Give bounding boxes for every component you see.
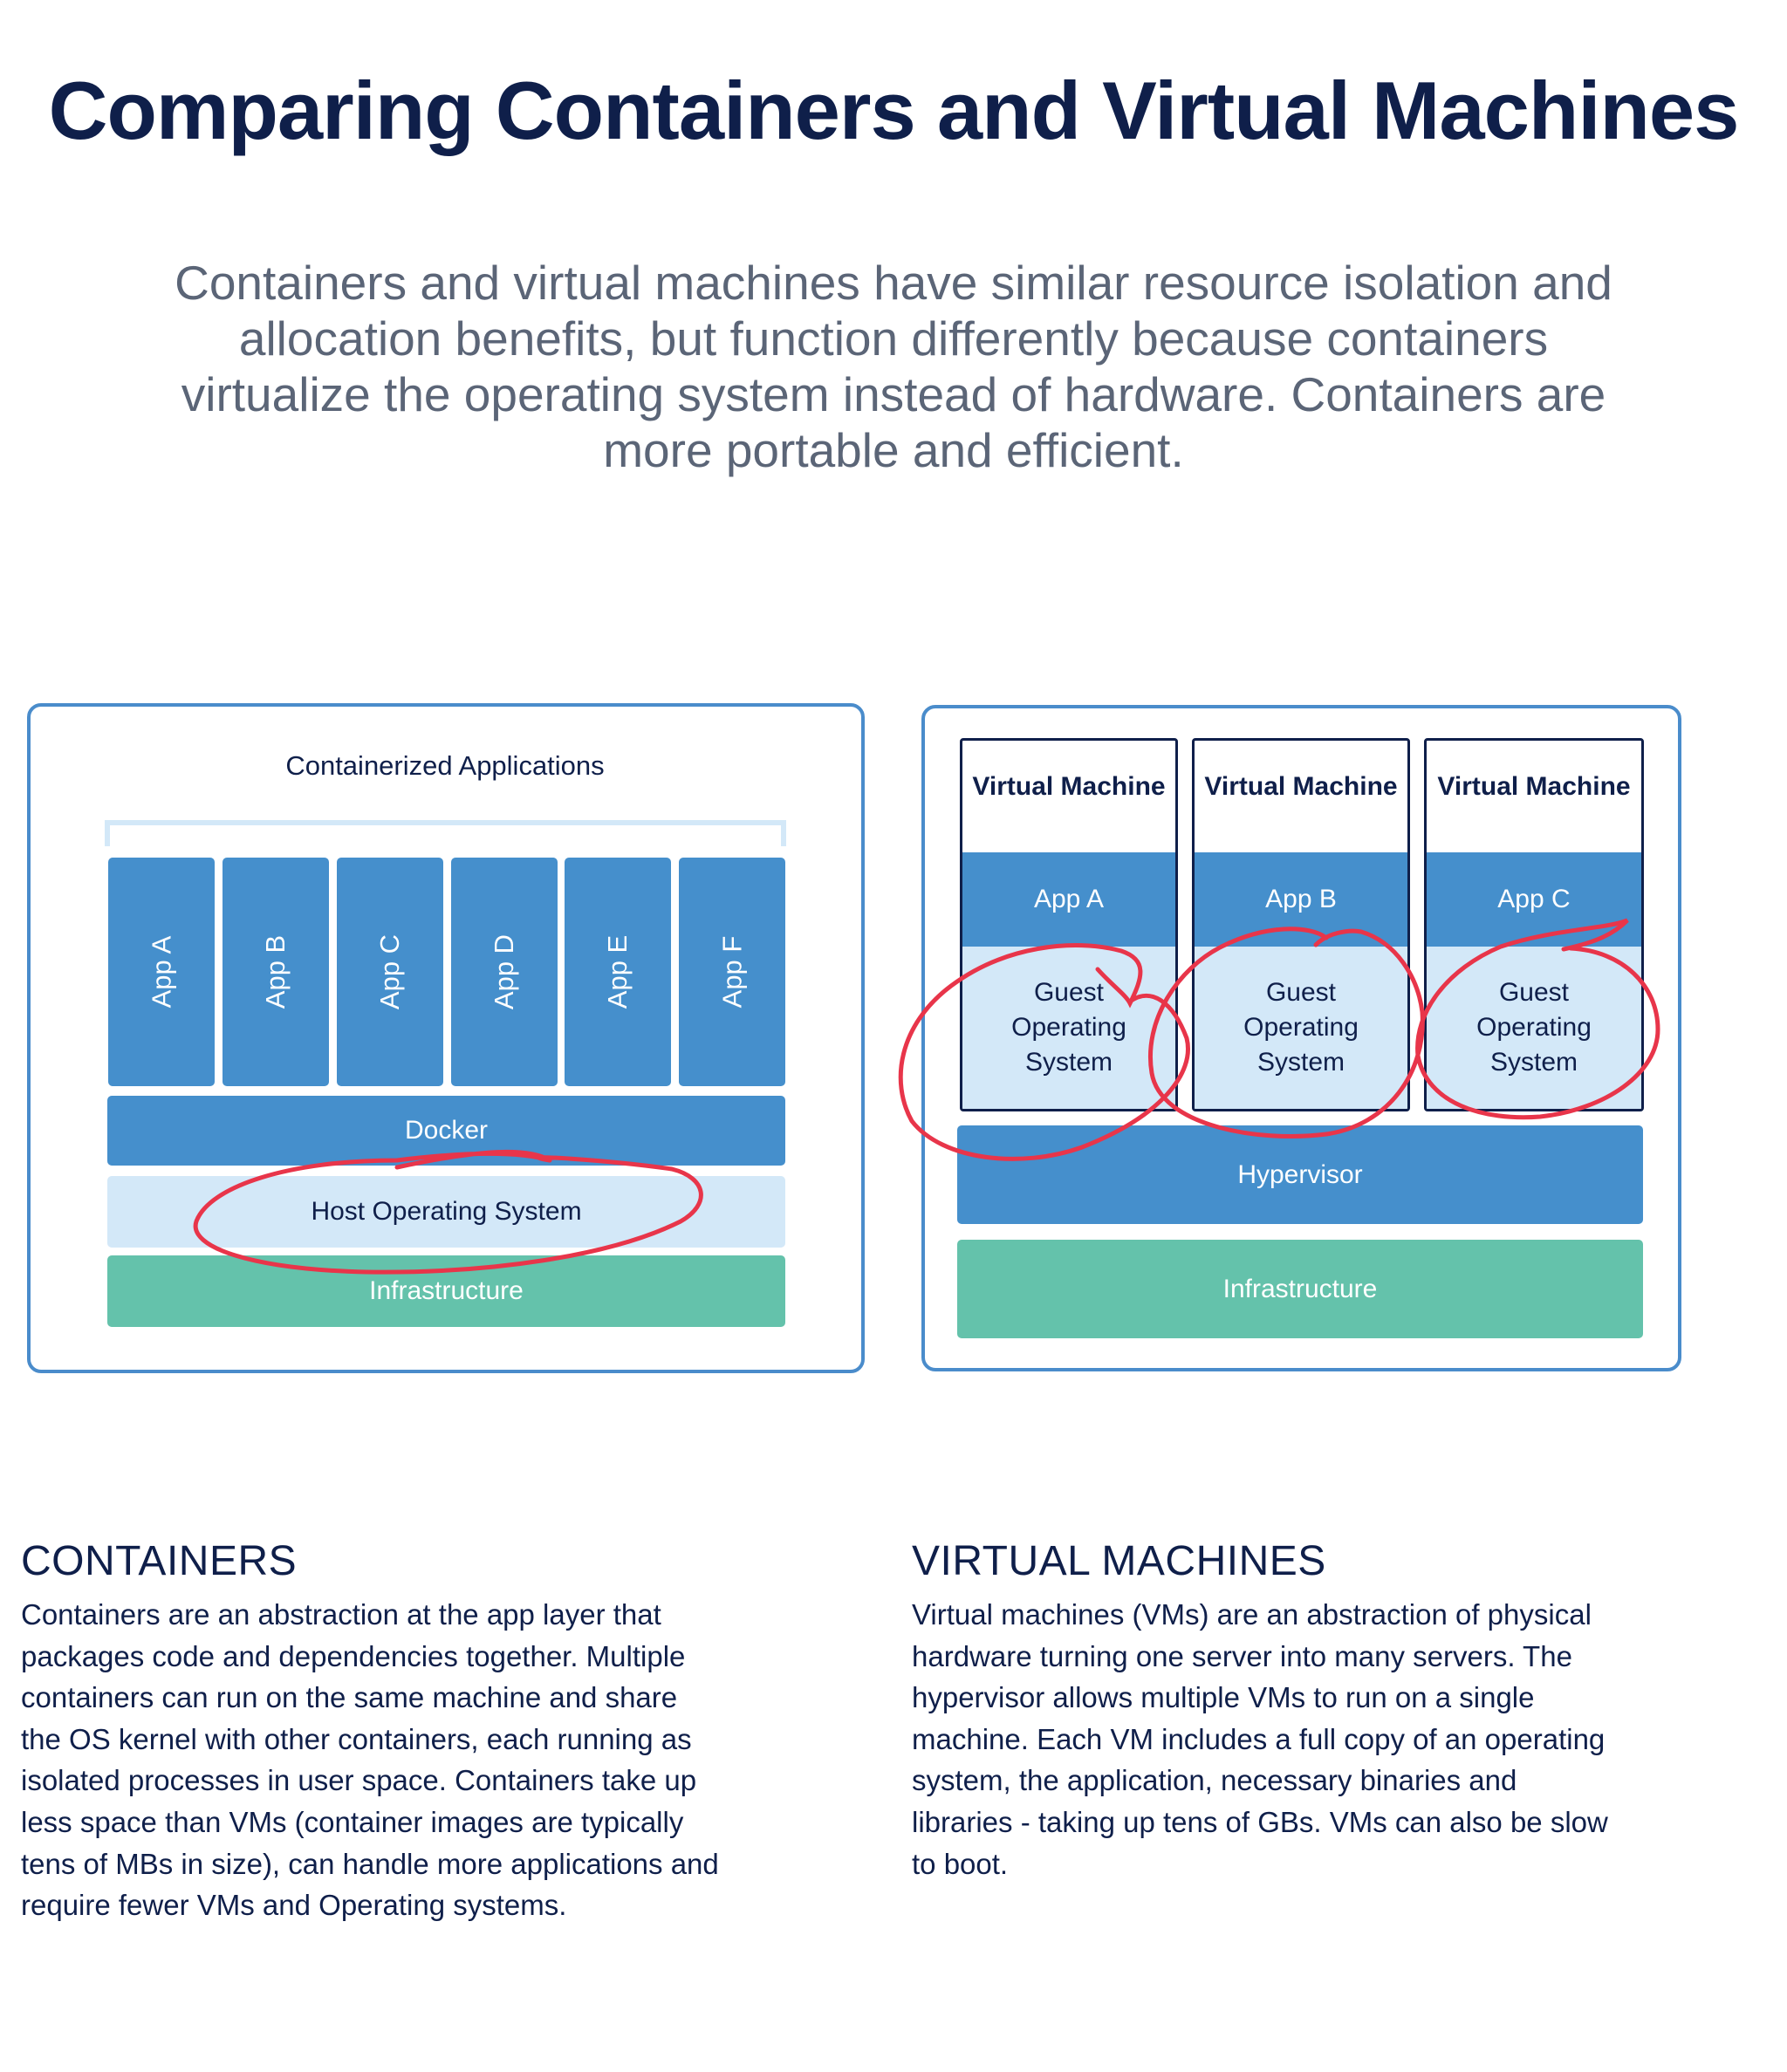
- guest-os: Guest Operating System: [1195, 947, 1407, 1109]
- hypervisor-layer: Hypervisor: [957, 1125, 1643, 1224]
- host-os-layer: Host Operating System: [107, 1176, 785, 1248]
- vm-app: App C: [1427, 852, 1641, 947]
- vm-title: Virtual Machine: [972, 772, 1166, 801]
- vm-app: App A: [962, 852, 1175, 947]
- container-app: App F: [679, 858, 785, 1086]
- vm-title: Virtual Machine: [1204, 772, 1398, 801]
- containers-heading: CONTAINERS: [21, 1538, 298, 1584]
- containerized-applications-caption: Containerized Applications: [285, 750, 605, 781]
- infrastructure-layer: Infrastructure: [107, 1255, 785, 1327]
- containers-section: CONTAINERS Containers are an abstraction…: [21, 1537, 859, 1926]
- virtual-machines-section: VIRTUAL MACHINES Virtual machines (VMs) …: [912, 1537, 1749, 1884]
- virtual-machines-heading: VIRTUAL MACHINES: [912, 1538, 1326, 1584]
- guest-os: Guest Operating System: [1427, 947, 1641, 1109]
- virtual-machines-description: Virtual machines (VMs) are an abstractio…: [912, 1598, 1608, 1880]
- virtual-machine: Virtual Machine App B Guest Operating Sy…: [1192, 738, 1410, 1111]
- container-app: App B: [223, 858, 329, 1086]
- page-subtitle: Containers and virtual machines have sim…: [175, 256, 1612, 477]
- vm-title: Virtual Machine: [1437, 772, 1631, 801]
- container-app: App D: [451, 858, 558, 1086]
- guest-os: Guest Operating System: [962, 947, 1175, 1109]
- virtual-machine: Virtual Machine App C Guest Operating Sy…: [1424, 738, 1644, 1111]
- container-app: App E: [565, 858, 671, 1086]
- apps-bracket: [105, 820, 786, 846]
- vm-app: App B: [1195, 852, 1407, 947]
- page-title: Comparing Containers and Virtual Machine…: [48, 65, 1740, 156]
- container-app: App A: [108, 858, 215, 1086]
- docker-layer: Docker: [107, 1096, 785, 1166]
- virtual-machine: Virtual Machine App A Guest Operating Sy…: [960, 738, 1178, 1111]
- container-app: App C: [337, 858, 443, 1086]
- containers-description: Containers are an abstraction at the app…: [21, 1598, 719, 1922]
- vm-infrastructure-layer: Infrastructure: [957, 1240, 1643, 1338]
